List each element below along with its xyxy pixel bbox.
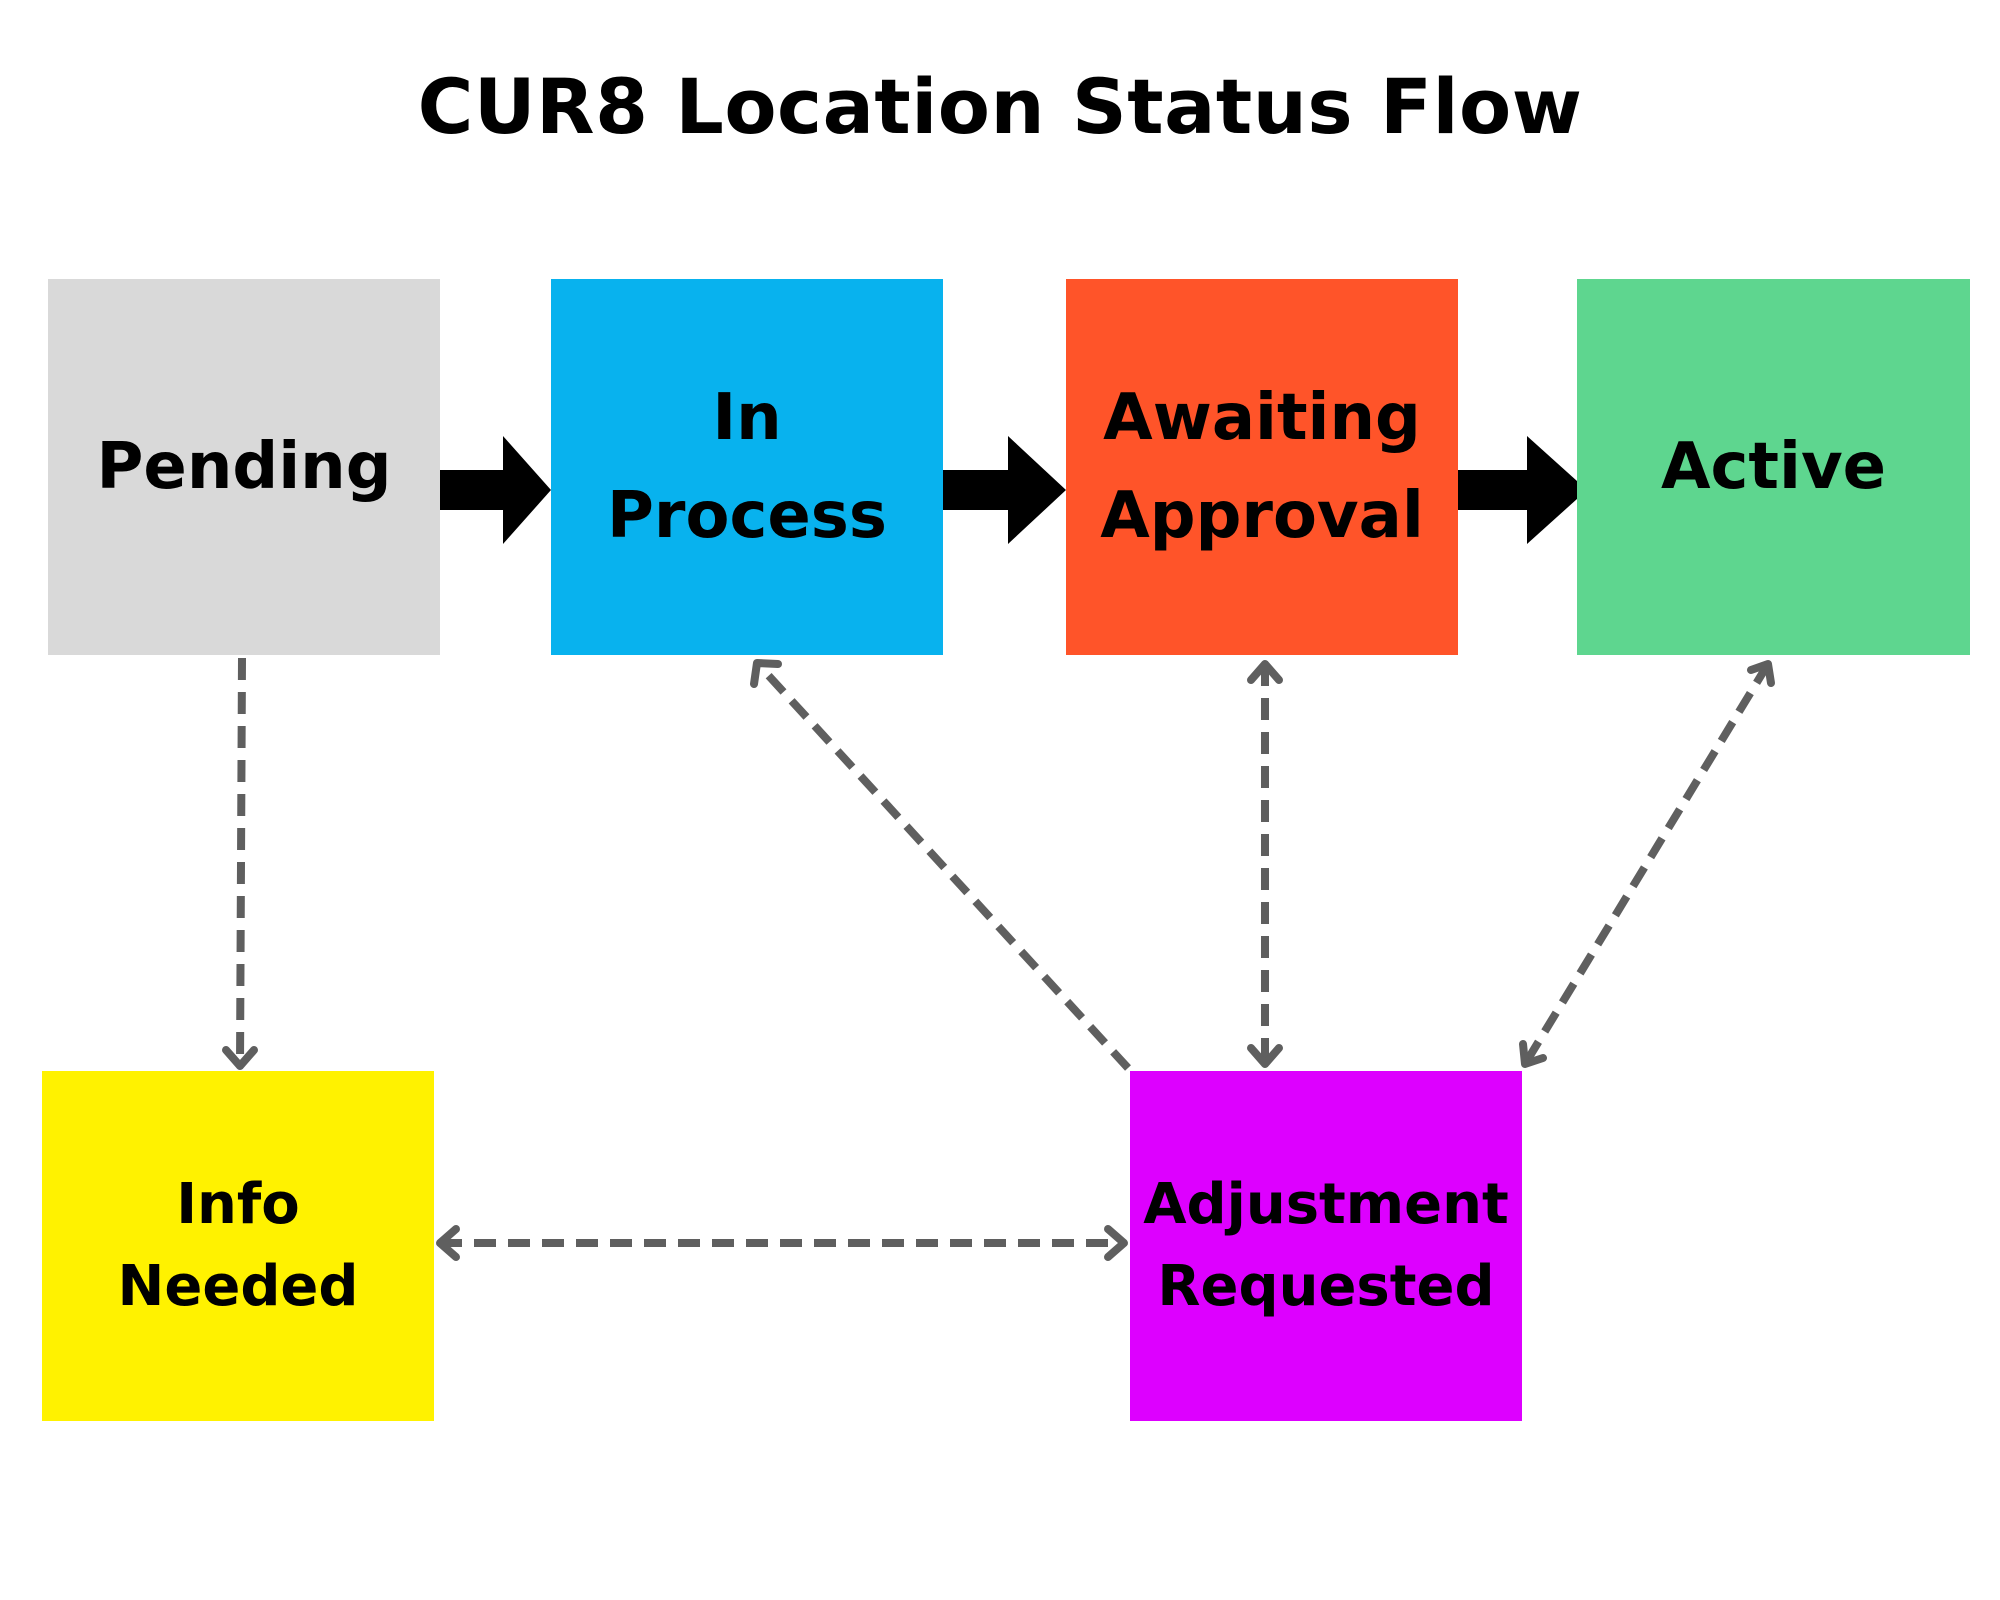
node-in-process-label-line2: Process — [607, 479, 887, 553]
main-arrows — [434, 436, 1587, 544]
node-info-needed-label-line2: Needed — [117, 1254, 359, 1319]
arrow-head-info-needed-right — [436, 1225, 460, 1261]
arrow-head-adjustment-requested-left — [1104, 1225, 1128, 1261]
dashed-adjustment-requested-to-in-process — [754, 660, 1131, 1071]
arrow-head-awaiting-approval-bottom — [1247, 660, 1283, 684]
node-active: Active — [1577, 279, 1970, 655]
diagram-title: CUR8 Location Status Flow — [417, 62, 1583, 151]
arrow-head-info-needed-top — [222, 1046, 258, 1070]
node-info-needed-label-line1: Info — [176, 1172, 300, 1237]
arrow-in-process-to-awaiting-approval — [943, 436, 1066, 544]
node-awaiting-approval: Awaiting Approval — [1066, 279, 1458, 655]
dashed-adjustment-requested-to-active — [1521, 661, 1772, 1067]
arrow-pending-to-in-process — [434, 436, 551, 544]
node-pending-label: Pending — [96, 430, 392, 504]
node-pending: Pending — [48, 279, 440, 655]
arrow-head-adjustment-requested-top — [1247, 1044, 1283, 1068]
node-in-process: In Process — [551, 279, 943, 655]
arrow-head-active-bottom — [1747, 660, 1775, 687]
node-adjustment-requested-label-line1: Adjustment — [1143, 1172, 1509, 1237]
dashed-arrow-heads — [222, 659, 1775, 1261]
dashed-connectors — [236, 657, 1772, 1247]
node-awaiting-approval-label-line1: Awaiting — [1103, 381, 1421, 455]
node-active-label: Active — [1660, 430, 1887, 504]
arrow-head-in-process-bottom — [750, 659, 782, 688]
arrow-awaiting-approval-to-active — [1458, 436, 1587, 544]
node-in-process-label-line1: In — [712, 381, 782, 455]
node-info-needed: Info Needed — [42, 1071, 434, 1421]
node-awaiting-approval-label-line2: Approval — [1100, 479, 1424, 553]
arrow-head-adjustment-requested-top-right — [1519, 1040, 1547, 1068]
node-adjustment-requested: Adjustment Requested — [1130, 1071, 1522, 1421]
dashed-pending-to-info-needed — [236, 657, 246, 1067]
node-adjustment-requested-label-line2: Requested — [1157, 1254, 1495, 1319]
